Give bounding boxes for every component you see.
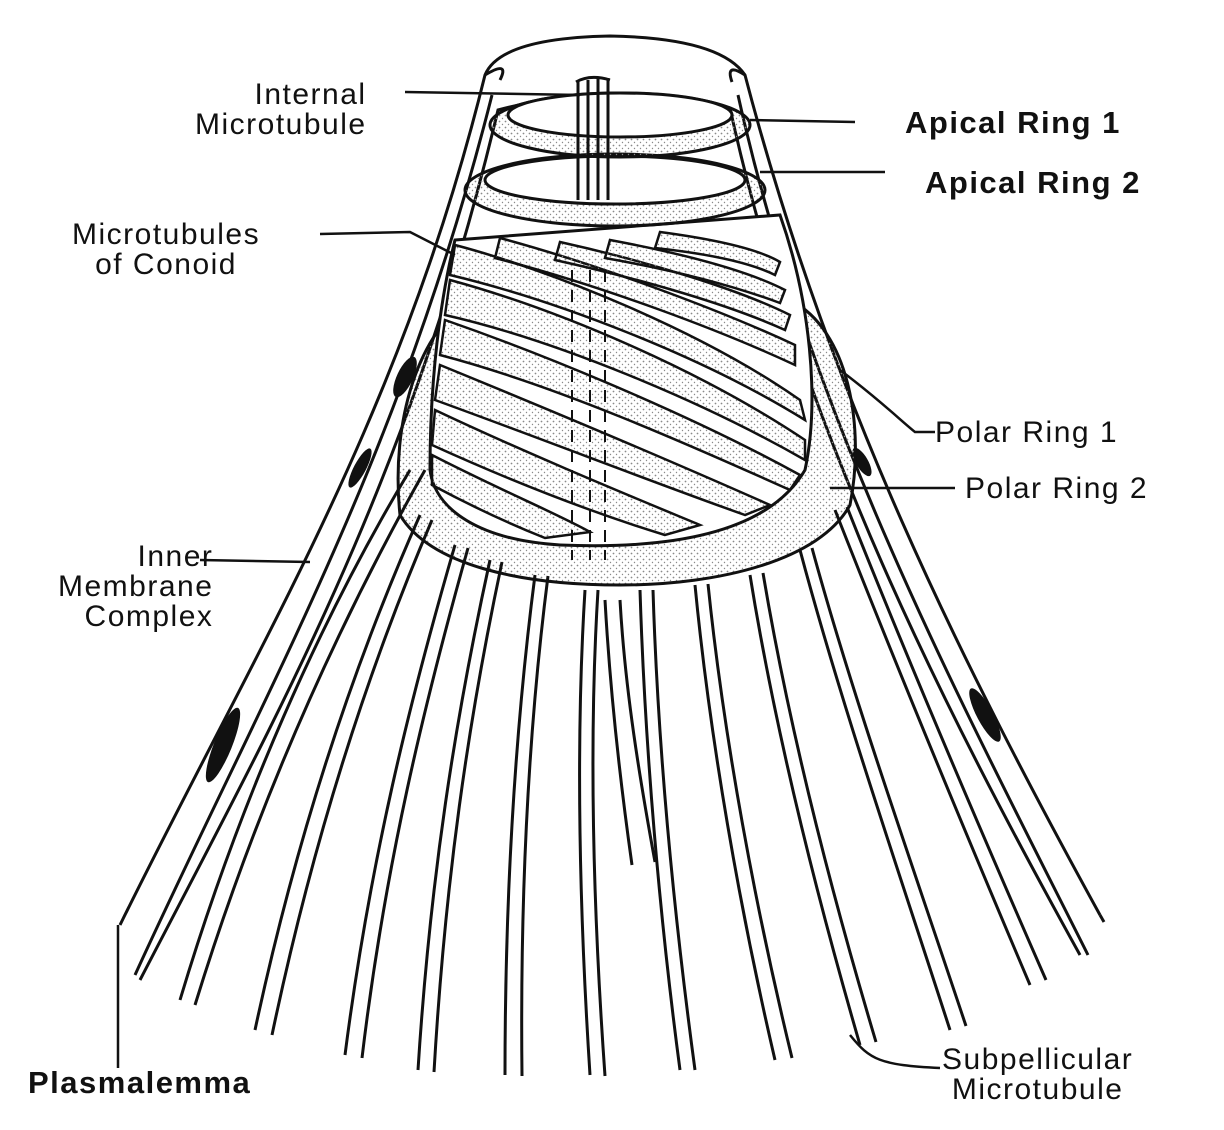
label-subpellicular-microtubule: Subpellicular Microtubule: [942, 1045, 1133, 1105]
label-apical-ring-1: Apical Ring 1: [905, 105, 1121, 140]
leader-lines: [116, 90, 955, 1070]
label-microtubules: Microtubules: [72, 218, 261, 251]
leader-microtubules-of-conoid: [319, 230, 456, 257]
label-of-conoid: of Conoid: [95, 248, 237, 281]
label-inner-membrane-complex: Inner Membrane Complex: [58, 542, 213, 632]
label-membrane: Membrane: [58, 570, 214, 603]
internal-microtubules: [571, 75, 611, 560]
label-polar-ring-1: Polar Ring 1: [935, 416, 1119, 449]
label-complex: Complex: [84, 600, 214, 633]
conoid: [428, 213, 814, 548]
leader-subpellicular: [849, 1034, 941, 1070]
apical-ring-2: [463, 152, 767, 228]
label-internal-microtubule: Internal Microtubule: [195, 80, 367, 140]
label-subpellicular: Subpellicular: [942, 1043, 1134, 1076]
leader-inner-membrane: [199, 558, 311, 564]
inner-membrane-blebs: [205, 356, 1001, 783]
label-plasmalemma: Plasmalemma: [28, 1065, 252, 1100]
leader-apical-ring-1: [749, 118, 856, 124]
subpellicular-microtubules: [178, 469, 1048, 1077]
label-inner: Inner: [137, 540, 214, 573]
label-polar-ring-2: Polar Ring 2: [965, 472, 1149, 505]
label-internal: Internal: [254, 78, 367, 111]
apical-ring-1: [488, 91, 752, 159]
label-microtubules-of-conoid: Microtubules of Conoid: [72, 220, 260, 280]
label-sub-microtubule: Microtubule: [951, 1073, 1124, 1106]
label-apical-ring-2: Apical Ring 2: [925, 165, 1141, 200]
leader-internal-microtubule: [404, 90, 581, 97]
leader-polar-ring-1: [839, 369, 935, 434]
label-microtubule: Microtubule: [195, 108, 367, 141]
